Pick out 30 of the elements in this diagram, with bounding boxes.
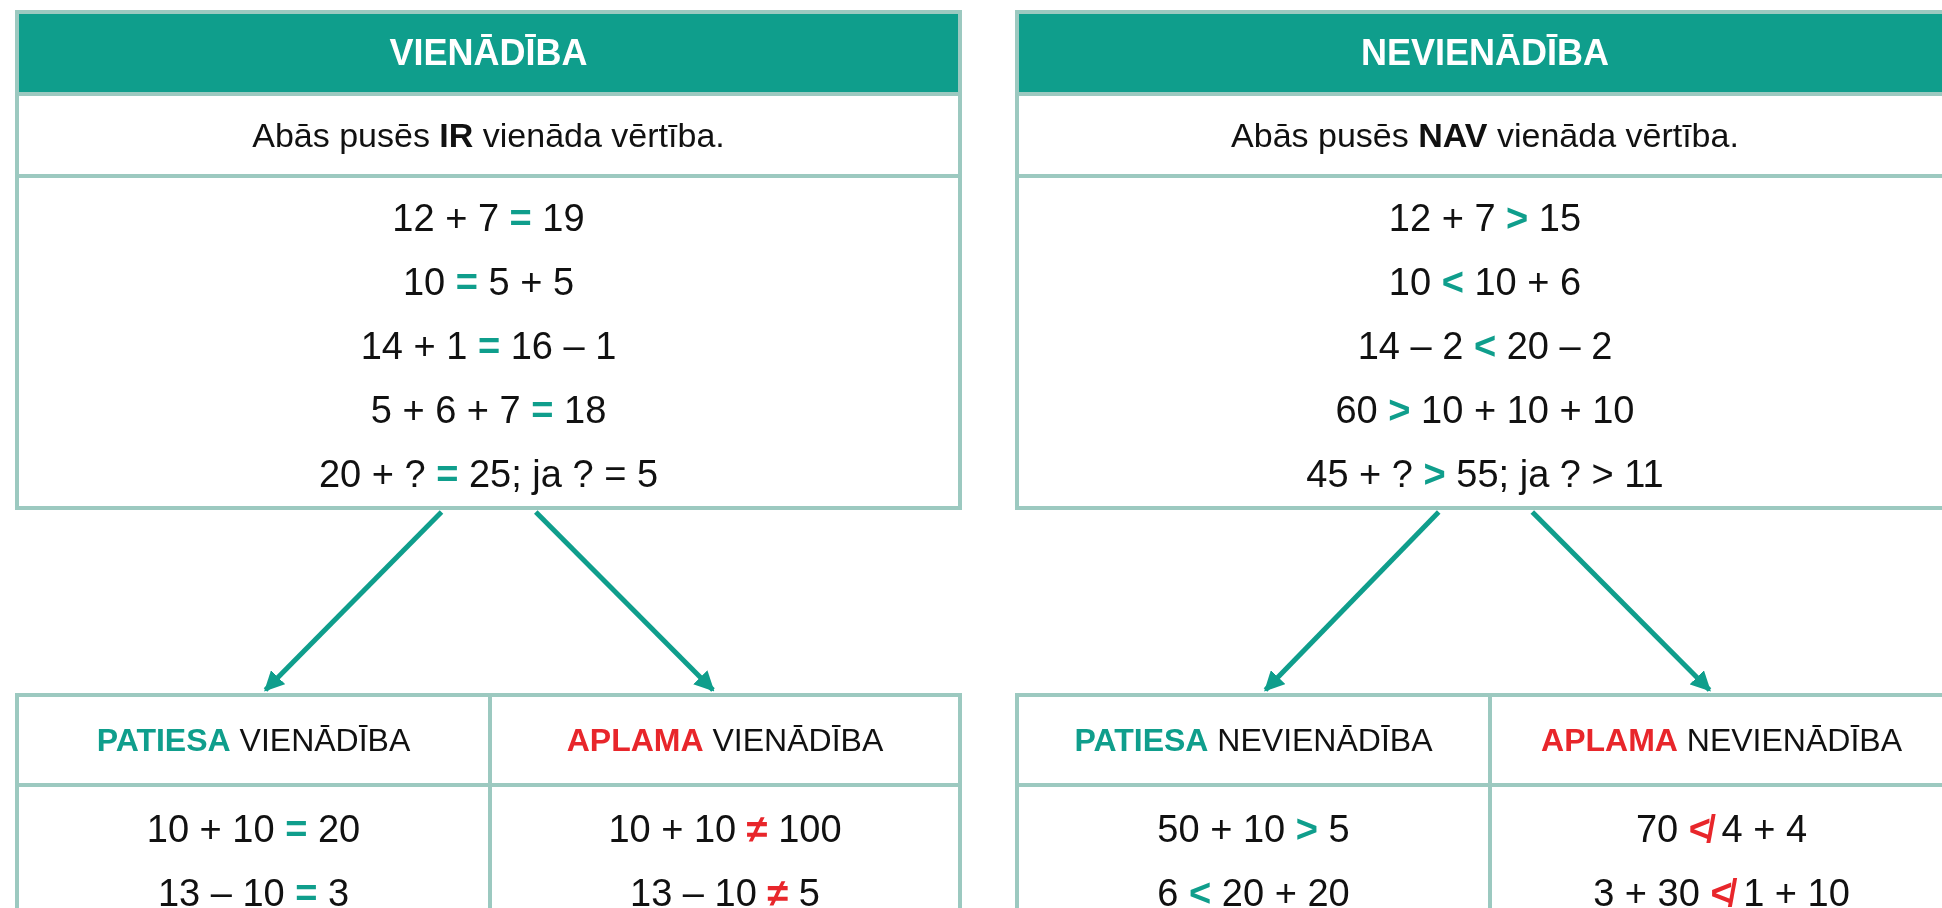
equation-text: 50 + 10 > 5 — [1156, 807, 1351, 852]
table-box — [1015, 10, 1942, 510]
equation-text: 10 < 10 + 6 — [1387, 260, 1583, 305]
equation-text: 13 – 10 ≠ 5 — [629, 871, 821, 908]
statement-text: Abās pusēs IR vienāda vērtība. — [19, 96, 958, 178]
column-header: APLAMA NEVIENĀDĪBA — [1492, 697, 1942, 787]
equation-text: 12 + 7 = 19 — [391, 196, 586, 241]
equation-text: 3 + 30 ≮ 1 + 10 — [1592, 871, 1851, 908]
equation-text: 70 ≮ 4 + 4 — [1634, 807, 1809, 852]
arrow — [534, 510, 715, 692]
table-box — [15, 10, 962, 510]
arrow — [1263, 510, 1441, 692]
column-header: APLAMA VIENĀDĪBA — [492, 697, 958, 787]
equation-text: 5 + 6 + 7 = 18 — [369, 388, 608, 433]
equation-text: 6 < 20 + 20 — [1156, 871, 1351, 908]
equation-text: 10 + 10 ≠ 100 — [607, 807, 843, 852]
equation-text: 13 – 10 = 3 — [156, 871, 351, 908]
statement-text: Abās pusēs NAV vienāda vērtība. — [1019, 96, 1942, 178]
equation-text: 45 + ? > 55; ja ? > 11 — [1305, 452, 1665, 497]
equation-text: 10 + 10 = 20 — [145, 807, 362, 852]
arrow — [263, 510, 444, 692]
equation-text: 12 + 7 > 15 — [1387, 196, 1583, 241]
equation-text: 60 > 10 + 10 + 10 — [1334, 388, 1636, 433]
arrow — [1530, 510, 1712, 692]
equation-text: 20 + ? = 25; ja ? = 5 — [317, 452, 660, 497]
table-header: VIENĀDĪBA — [19, 14, 958, 96]
table-header: NEVIENĀDĪBA — [1019, 14, 1942, 96]
equation-text: 14 – 2 < 20 – 2 — [1356, 324, 1614, 369]
equation-text: 10 = 5 + 5 — [401, 260, 576, 305]
equation-text: 14 + 1 = 16 – 1 — [359, 324, 618, 369]
